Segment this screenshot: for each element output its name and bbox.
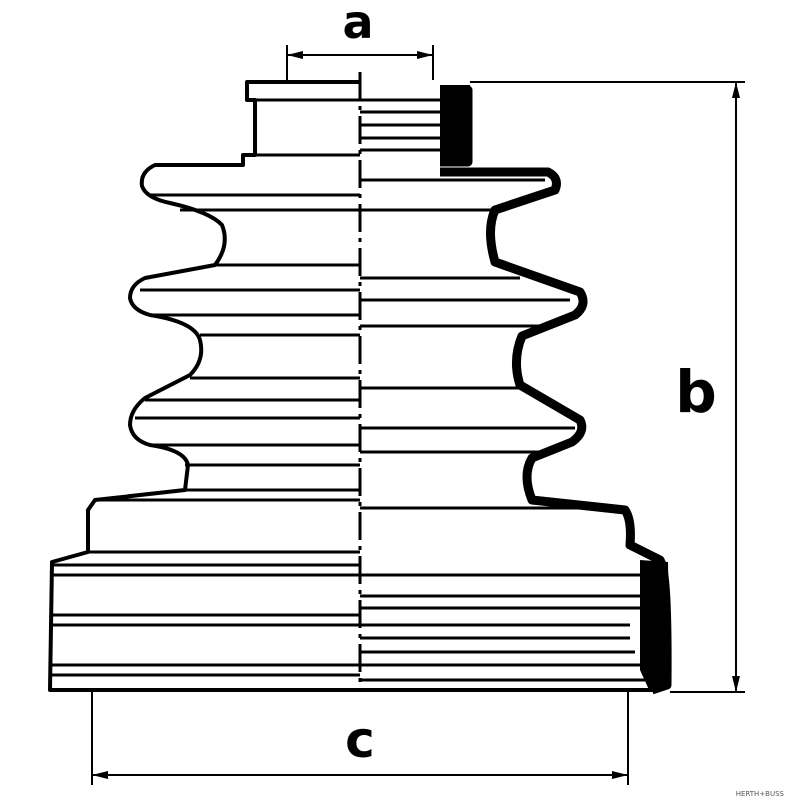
- dim-c-arrow-left: [92, 771, 108, 779]
- dimension-a: [286, 45, 434, 80]
- label-b: b: [675, 358, 717, 426]
- dim-c-arrow-right: [612, 771, 628, 779]
- brand-watermark: HERTH+BUSS: [736, 790, 785, 798]
- collar-wall-fill: [640, 560, 670, 692]
- dimension-c: [91, 692, 629, 785]
- boot-outline-left: [48, 80, 360, 692]
- dim-a-arrow-left: [287, 51, 303, 59]
- dim-b-arrow-bottom: [732, 676, 740, 692]
- neck-wall-fill: [440, 85, 470, 163]
- dimension-b: [470, 81, 745, 693]
- boot-left-half: [48, 80, 360, 692]
- dim-b-arrow-top: [732, 82, 740, 98]
- label-a: a: [342, 0, 373, 49]
- dim-a-arrow-right: [417, 51, 433, 59]
- label-c: c: [345, 711, 375, 769]
- boot-right-half-section: [360, 85, 672, 695]
